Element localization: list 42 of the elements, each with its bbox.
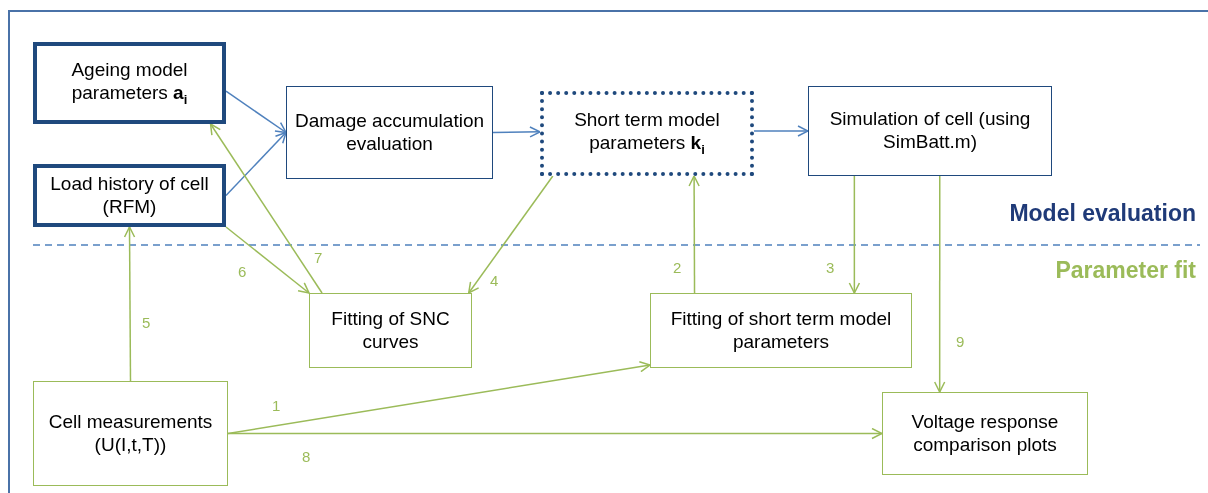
arrow (209, 123, 323, 294)
box-text: Load history of cell (RFM) (49, 172, 210, 219)
arrow (933, 175, 946, 393)
edge-label: 2 (673, 259, 682, 276)
arrow (225, 226, 310, 294)
process-box (540, 91, 754, 176)
box-text: Ageing model parameters a$_{i}$ (70, 58, 189, 108)
process-box (882, 392, 1088, 475)
arrow (227, 360, 651, 435)
box-text: Fitting of short term model parameters (669, 307, 893, 354)
process-box (33, 42, 226, 124)
arrow (848, 175, 861, 294)
arrow (468, 175, 554, 294)
edge-label: 5 (142, 314, 151, 331)
process-box (650, 293, 912, 368)
box-text: Damage accumulation evaluation (293, 109, 485, 156)
process-box (33, 164, 226, 227)
edge-label: 3 (826, 259, 835, 276)
edge-label: 1 (272, 397, 281, 414)
edge-label: 9 (956, 333, 965, 350)
arrow (123, 226, 136, 382)
edge-label: 8 (302, 448, 311, 465)
arrow (753, 125, 809, 137)
box-text: Cell measurements (U(I,t,T)) (47, 410, 214, 457)
box-text: Voltage response comparison plots (910, 410, 1060, 457)
process-box (33, 381, 228, 486)
arrow (227, 427, 883, 440)
arrow (225, 131, 287, 197)
arrow (492, 126, 541, 138)
process-box (309, 293, 472, 368)
edge-label: 4 (490, 272, 499, 289)
arrow (688, 175, 700, 294)
process-box (808, 86, 1052, 176)
section-heading: Model evaluation (1009, 200, 1196, 227)
edge-label: 7 (314, 249, 323, 266)
edge-label: 6 (238, 263, 247, 280)
box-text: Simulation of cell (using SimBatt.m) (828, 108, 1032, 154)
section-heading: Parameter fit (1055, 257, 1196, 284)
arrow (225, 90, 287, 134)
box-text: Short term model parameters k$_{i}$ (573, 109, 721, 158)
box-text: Fitting of SNC curves (330, 307, 451, 354)
process-box (286, 86, 493, 179)
